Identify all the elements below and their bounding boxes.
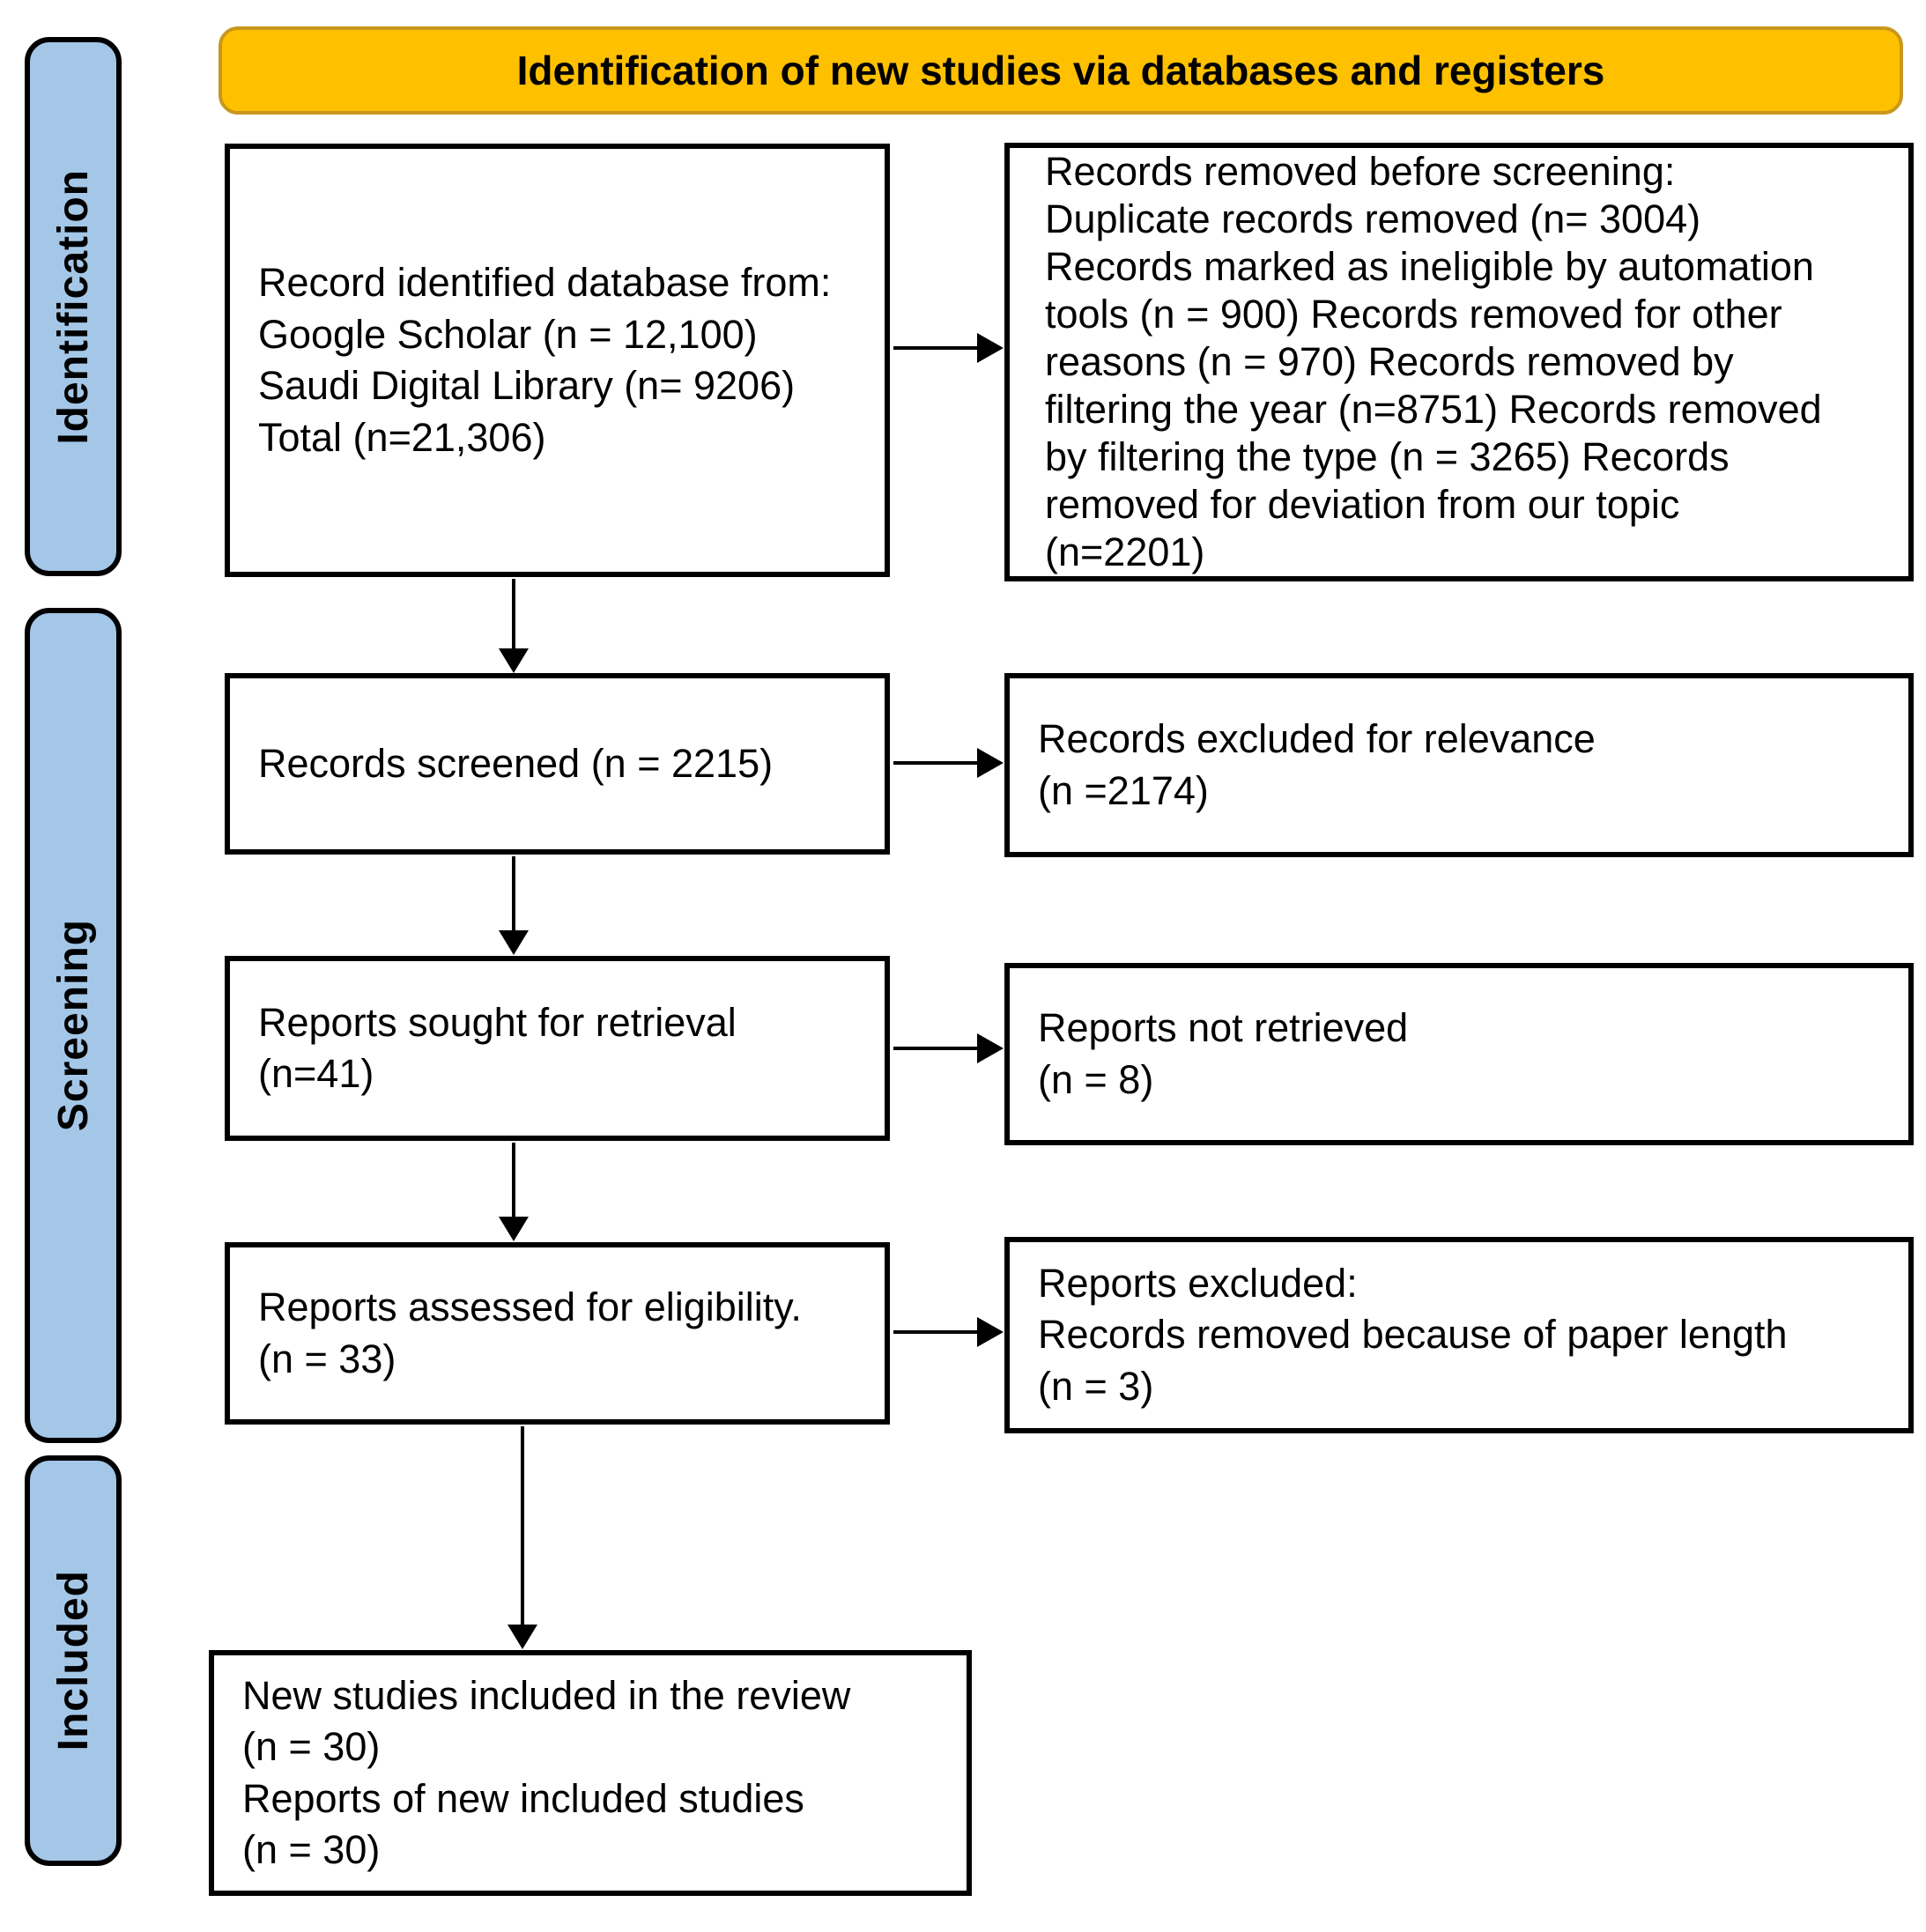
- arrow-down-screened-to-sought-icon: [512, 856, 515, 931]
- box-reports-assessed-text: Reports assessed for eligibility. (n = 3…: [258, 1284, 802, 1381]
- box-reports-excluded-text: Reports excluded: Records removed becaus…: [1038, 1260, 1788, 1409]
- box-records-removed-text: Records removed before screening: Duplic…: [1045, 149, 1822, 574]
- box-new-studies-included-text: New studies included in the review (n = …: [242, 1672, 851, 1873]
- arrow-down-identified-to-screened-icon: [512, 579, 515, 649]
- arrow-down-assessed-to-included-icon: [521, 1426, 524, 1625]
- box-records-identified: Record identified database from: Google …: [225, 144, 890, 577]
- box-records-identified-text: Record identified database from: Google …: [258, 260, 832, 460]
- arrow-down-sought-to-assessed-icon: [512, 1143, 515, 1218]
- phase-label-identification: Identification: [49, 168, 97, 445]
- arrow-right-screened-icon: [893, 761, 978, 765]
- box-reports-sought-text: Reports sought for retrieval (n=41): [258, 999, 737, 1097]
- arrow-right-assessed-icon: [893, 1330, 978, 1334]
- phase-tab-included: Included: [25, 1455, 122, 1866]
- box-reports-assessed: Reports assessed for eligibility. (n = 3…: [225, 1242, 890, 1425]
- box-records-excluded: Records excluded for relevance (n =2174): [1004, 673, 1914, 857]
- phase-tab-identification: Identification: [25, 37, 122, 576]
- phase-label-included: Included: [49, 1570, 97, 1751]
- box-reports-not-retrieved-text: Reports not retrieved (n = 8): [1038, 1005, 1409, 1102]
- box-reports-not-retrieved: Reports not retrieved (n = 8): [1004, 963, 1914, 1145]
- diagram-title: Identification of new studies via databa…: [516, 48, 1605, 93]
- box-records-screened-text: Records screened (n = 2215): [258, 740, 774, 786]
- box-reports-excluded: Reports excluded: Records removed becaus…: [1004, 1237, 1914, 1433]
- diagram-title-banner: Identification of new studies via databa…: [219, 26, 1903, 115]
- box-records-removed-before-screening: Records removed before screening: Duplic…: [1004, 143, 1914, 581]
- arrow-right-sought-icon: [893, 1047, 978, 1050]
- phase-label-screening: Screening: [49, 919, 97, 1132]
- box-records-excluded-text: Records excluded for relevance (n =2174): [1038, 716, 1596, 813]
- phase-tab-screening: Screening: [25, 608, 122, 1443]
- box-records-screened: Records screened (n = 2215): [225, 673, 890, 855]
- box-new-studies-included: New studies included in the review (n = …: [209, 1650, 972, 1896]
- arrow-right-identification-icon: [893, 346, 978, 350]
- box-reports-sought: Reports sought for retrieval (n=41): [225, 956, 890, 1141]
